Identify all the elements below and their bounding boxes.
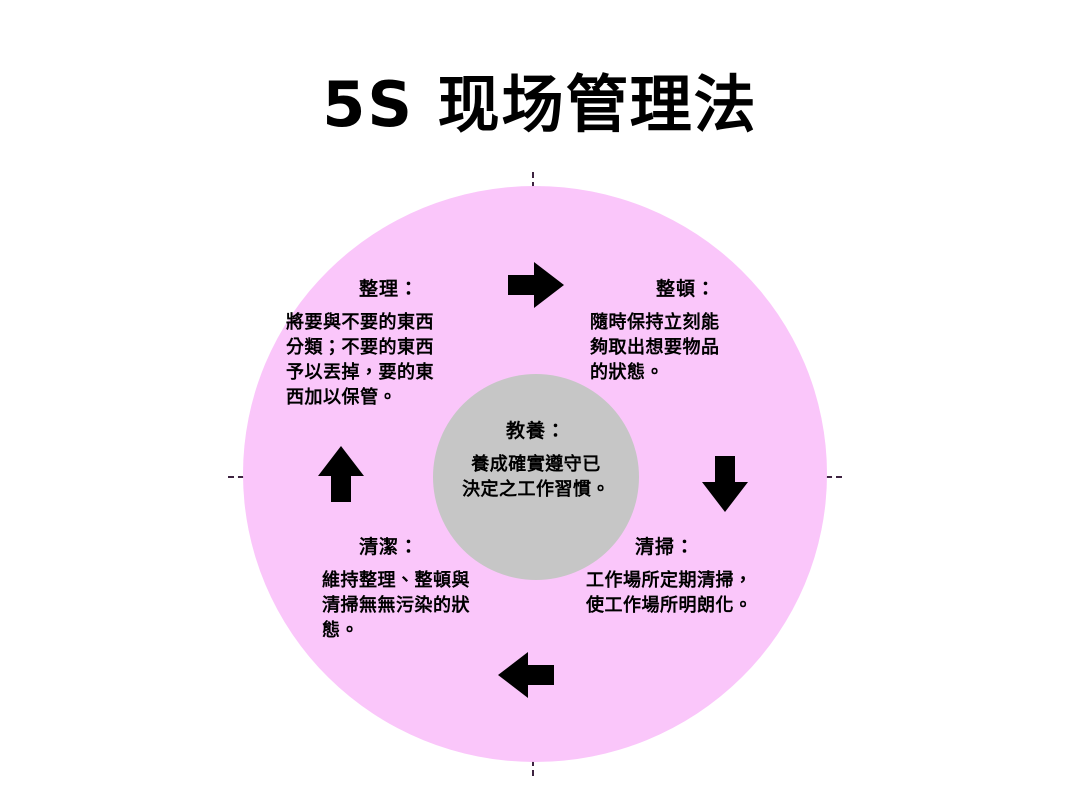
quadrant-seiketsu-line-2: 清掃無無污染的狀 — [322, 595, 470, 616]
page-title: 5S 现场管理法 — [322, 68, 758, 141]
center-shitsuke: 教養： 養成確實遵守已 決定之工作習慣。 — [420, 418, 652, 502]
quadrant-seiton-heading: 整頓： — [655, 278, 716, 300]
quadrant-seiri-line-1: 將要與不要的東西 — [286, 312, 434, 333]
quadrant-seiton-line-3: 的狀態。 — [590, 362, 664, 383]
quadrant-seiketsu: 清潔： 維持整理、整頓與 清掃無無污染的狀 態。 — [272, 534, 522, 643]
quadrant-seiso-line-1: 工作場所定期清掃， — [586, 570, 753, 591]
center-shitsuke-line-2: 決定之工作習慣。 — [462, 479, 610, 500]
quadrant-seiketsu-line-3: 態。 — [322, 620, 359, 641]
quadrant-seiketsu-line-1: 維持整理、整頓與 — [322, 570, 470, 591]
arrow-down-icon — [702, 456, 748, 512]
quadrant-seiri: 整理： 將要與不要的東西 分類；不要的東西 予以丟掉，要的東 西加以保管。 — [272, 276, 522, 410]
quadrant-seiri-line-4: 西加以保管。 — [286, 387, 397, 408]
quadrant-seiri-line-3: 予以丟掉，要的東 — [286, 362, 434, 383]
quadrant-seiso: 清掃： 工作場所定期清掃， 使工作場所明朗化。 — [560, 534, 810, 618]
quadrant-seiso-line-2: 使工作場所明朗化。 — [586, 595, 753, 616]
quadrant-seiri-line-2: 分類；不要的東西 — [286, 337, 434, 358]
quadrant-seiton-line-1: 隨時保持立刻能 — [590, 312, 720, 333]
quadrant-seiton: 整頓： 隨時保持立刻能 夠取出想要物品 的狀態。 — [576, 276, 826, 385]
quadrant-seiso-body: 工作場所定期清掃， 使工作場所明朗化。 — [560, 568, 810, 618]
quadrant-seiketsu-body: 維持整理、整頓與 清掃無無污染的狀 態。 — [272, 568, 522, 643]
quadrant-seiketsu-heading: 清潔： — [358, 536, 419, 558]
inner-circle — [433, 374, 639, 580]
center-shitsuke-body: 養成確實遵守已 決定之工作習慣。 — [420, 452, 652, 502]
quadrant-seiton-line-2: 夠取出想要物品 — [590, 337, 720, 358]
arrow-up-icon — [318, 446, 364, 502]
center-shitsuke-line-1: 養成確實遵守已 — [471, 454, 601, 475]
arrow-left-icon — [498, 652, 554, 698]
quadrant-seiton-body: 隨時保持立刻能 夠取出想要物品 的狀態。 — [576, 310, 826, 385]
center-shitsuke-heading: 教養： — [505, 420, 566, 442]
quadrant-seiri-heading: 整理： — [358, 278, 419, 300]
quadrant-seiso-heading: 清掃： — [634, 536, 695, 558]
arrow-right-icon — [508, 262, 564, 308]
quadrant-seiri-body: 將要與不要的東西 分類；不要的東西 予以丟掉，要的東 西加以保管。 — [272, 310, 522, 410]
